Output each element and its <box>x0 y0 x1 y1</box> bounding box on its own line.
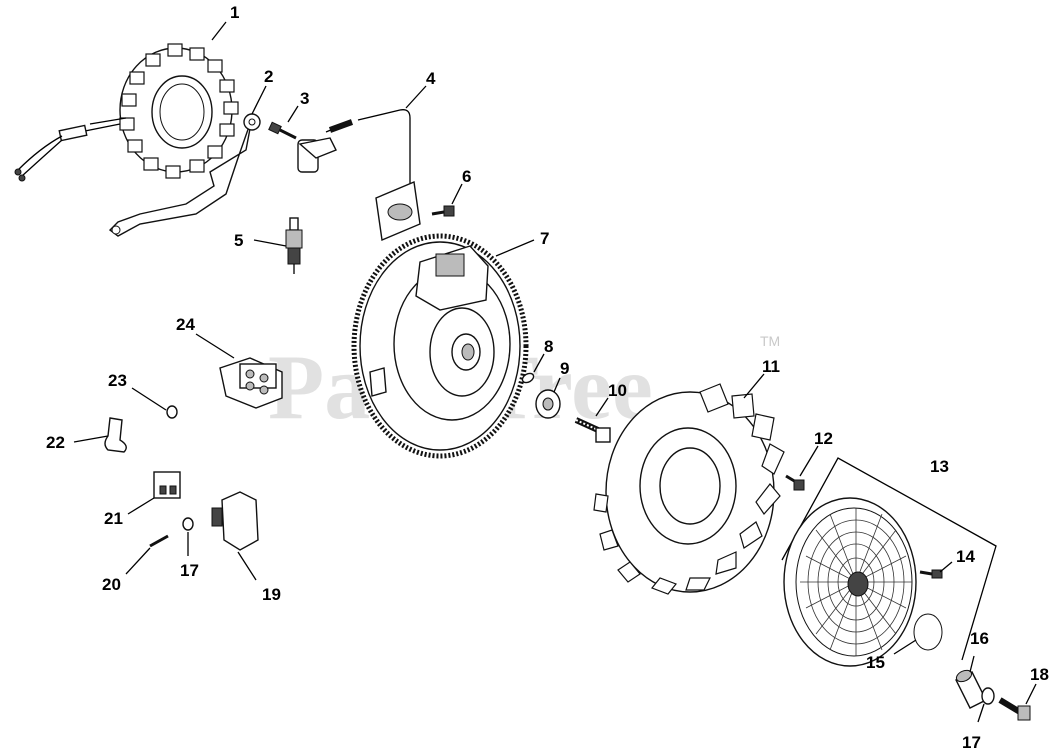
part-washer-17b[interactable] <box>981 687 995 705</box>
callout-22: 22 <box>46 433 65 452</box>
part-bolt-10[interactable] <box>574 417 611 443</box>
part-connector[interactable] <box>219 357 283 409</box>
callout-9: 9 <box>560 359 569 378</box>
part-grille-screen[interactable] <box>783 497 917 667</box>
callout-23: 23 <box>108 371 127 390</box>
part-ignition-module[interactable] <box>297 109 421 241</box>
callout-10: 10 <box>608 381 627 400</box>
callout-18: 18 <box>1030 665 1049 684</box>
part-bolt-18[interactable] <box>998 697 1031 721</box>
callout-5: 5 <box>234 231 243 250</box>
part-screw-12[interactable] <box>785 474 805 491</box>
callout-1: 1 <box>230 3 239 22</box>
part-stator[interactable] <box>14 43 239 182</box>
callout-bracket-13 <box>781 457 997 661</box>
callout-24: 24 <box>176 315 195 334</box>
leader-lines <box>73 21 1037 723</box>
part-screw-6[interactable] <box>431 205 455 217</box>
part-rectifier[interactable] <box>211 491 259 551</box>
callout-21: 21 <box>104 509 123 528</box>
callout-12: 12 <box>814 429 833 448</box>
part-fan[interactable] <box>593 383 785 595</box>
callout-17a: 17 <box>180 561 199 580</box>
callout-16: 16 <box>970 629 989 648</box>
part-washer-23[interactable] <box>166 405 178 419</box>
callout-7: 7 <box>540 229 549 248</box>
part-flywheel[interactable] <box>351 233 529 459</box>
callout-17b: 17 <box>962 733 981 752</box>
callout-8: 8 <box>544 337 553 356</box>
callout-20: 20 <box>102 575 121 594</box>
part-spacer[interactable] <box>955 668 987 709</box>
callout-19: 19 <box>262 585 281 604</box>
callout-4: 4 <box>426 69 436 88</box>
callout-13: 13 <box>930 457 949 476</box>
part-screw-20[interactable] <box>149 534 169 548</box>
part-washer-9[interactable] <box>535 389 561 419</box>
part-screw-3[interactable] <box>268 121 297 140</box>
part-decal[interactable] <box>913 613 943 651</box>
callout-2: 2 <box>264 67 273 86</box>
watermark-trademark: TM <box>760 333 780 349</box>
callout-14: 14 <box>956 547 975 566</box>
part-clamp[interactable] <box>104 417 127 453</box>
callout-5-alt: 6 <box>462 167 471 186</box>
callout-15: 15 <box>866 653 885 672</box>
part-screw-14[interactable] <box>919 569 943 579</box>
part-terminal[interactable] <box>153 471 181 499</box>
part-spark-plug[interactable] <box>285 217 303 274</box>
callout-3: 3 <box>300 89 309 108</box>
part-key[interactable] <box>521 372 535 385</box>
part-washer-17a[interactable] <box>182 517 194 531</box>
callout-11: 11 <box>762 357 780 376</box>
